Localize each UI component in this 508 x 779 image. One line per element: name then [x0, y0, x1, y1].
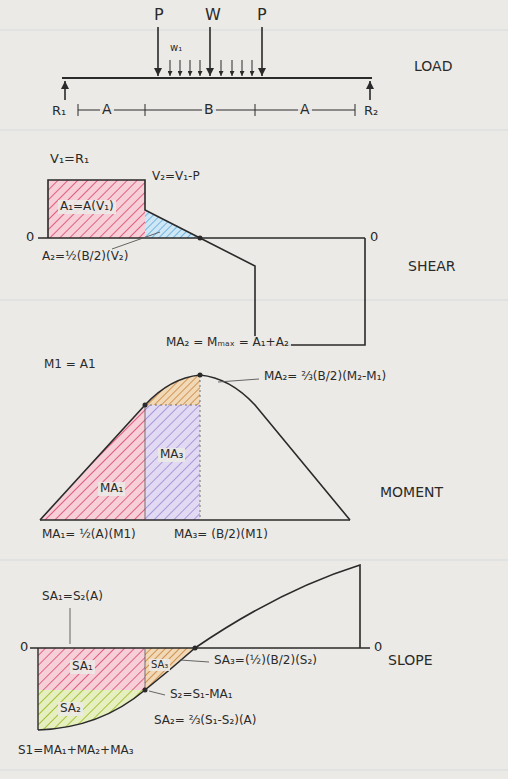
dimension-label: B [202, 101, 216, 117]
leader-line [70, 608, 71, 644]
distributed-load-arrow [221, 60, 222, 76]
area-sa2-fill [38, 690, 145, 730]
ruled-line [0, 560, 508, 561]
area-sa2-hatch [38, 690, 145, 730]
ruled-line [0, 30, 508, 31]
leader-line [112, 232, 160, 249]
formula-label: V₁=R₁ [48, 152, 91, 167]
distributed-load-arrow [200, 60, 201, 76]
formula-label: MA₁= ½(A)(M1) [40, 528, 138, 542]
dimension-tick [145, 104, 146, 116]
ruled-line [0, 300, 508, 301]
leader-line [218, 379, 259, 382]
section-title: SHEAR [406, 258, 458, 274]
distributed-load-arrow [190, 60, 191, 76]
load-label: w₁ [168, 42, 184, 54]
formula-label: S1=MA₁+MA₂+MA₃ [16, 744, 136, 758]
guide-line [145, 648, 146, 690]
curve-point [198, 373, 203, 378]
formula-label: A₂=½(B/2)(V₂) [40, 250, 130, 264]
moment-curve [40, 375, 350, 520]
guide-line [145, 405, 146, 520]
area-label: SA₁ [70, 660, 95, 674]
formula-label: MA₂= ⅔(B/2)(M₂-M₁) [262, 370, 388, 384]
shear-diagram [38, 180, 365, 345]
ruled-lines [0, 30, 508, 770]
curve-point [193, 646, 198, 651]
zero-point [198, 236, 203, 241]
zero-axis [40, 519, 350, 520]
leader-line [180, 660, 209, 662]
area-ma2-hatch [145, 375, 200, 405]
distributed-load-arrow [252, 60, 253, 76]
load-label: W [203, 6, 223, 24]
ruled-line [0, 770, 508, 771]
zero-axis [30, 647, 370, 648]
point-load-arrow [261, 27, 263, 76]
reaction-arrow [369, 81, 371, 100]
formula-label: M1 = A1 [42, 358, 98, 372]
beam-line [62, 77, 372, 79]
slope-edge [37, 648, 38, 730]
distributed-load-arrow [180, 60, 181, 76]
area-label: MA₃ [158, 448, 185, 462]
area-ma2-fill [145, 375, 200, 405]
distributed-load-arrow [242, 60, 243, 76]
load-label: P [152, 6, 166, 24]
curve-point [143, 403, 148, 408]
guide-line [145, 405, 200, 406]
area-a1-hatch [48, 180, 145, 238]
axis-zero: 0 [24, 230, 36, 245]
moment-diagram [40, 373, 350, 521]
formula-label: SA₁=S₂(A) [40, 590, 105, 604]
load-label: P [255, 6, 269, 24]
formula-label: SA₂= ⅔(S₁-S₂)(A) [152, 714, 258, 728]
dimension-label: A [298, 101, 312, 117]
formula-label: MA₃= (B/2)(M1) [172, 528, 270, 542]
point-load-arrow [209, 27, 211, 76]
distributed-load-arrow [170, 60, 171, 76]
distributed-load-arrow [232, 60, 233, 76]
area-label: SA₃ [149, 659, 170, 671]
section-title: SLOPE [386, 652, 435, 668]
slope-diagram [30, 565, 370, 730]
dimension-tick [78, 104, 79, 116]
dimension-label: A [100, 101, 114, 117]
dimension-tick [255, 104, 256, 116]
slope-curve [38, 565, 360, 730]
reaction-label: R₁ [50, 104, 68, 119]
area-ma3-fill [145, 405, 200, 520]
axis-zero: 0 [368, 230, 380, 245]
area-label: SA₂ [58, 702, 83, 716]
curve-point [143, 688, 148, 693]
point-load-arrow [157, 27, 159, 76]
formula-label: MA₂ = Mₘₐₓ = A₁+A₂ [164, 336, 291, 350]
area-label: MA₁ [98, 482, 125, 496]
dimension-line [78, 110, 355, 111]
formula-label: V₂=V₁-P [150, 170, 202, 184]
dimension-tick [355, 104, 356, 116]
section-title: MOMENT [378, 484, 445, 500]
area-a1-fill [48, 180, 145, 238]
axis-zero: 0 [18, 640, 30, 655]
reaction-arrow [64, 81, 66, 100]
formula-label: S₂=S₁-MA₁ [168, 688, 235, 702]
area-ma3-hatch [145, 405, 200, 520]
formula-label: A₁=A(V₁) [58, 200, 116, 214]
guide-line [200, 375, 201, 520]
formula-label: SA₃=(½)(B/2)(S₂) [212, 654, 319, 668]
axis-zero: 0 [372, 640, 384, 655]
leader-line [149, 691, 165, 695]
reaction-label: R₂ [362, 104, 380, 119]
section-title: LOAD [412, 58, 454, 74]
area-sa1-fill [38, 648, 145, 690]
area-sa1-hatch [38, 648, 145, 690]
ruled-line [0, 130, 508, 131]
